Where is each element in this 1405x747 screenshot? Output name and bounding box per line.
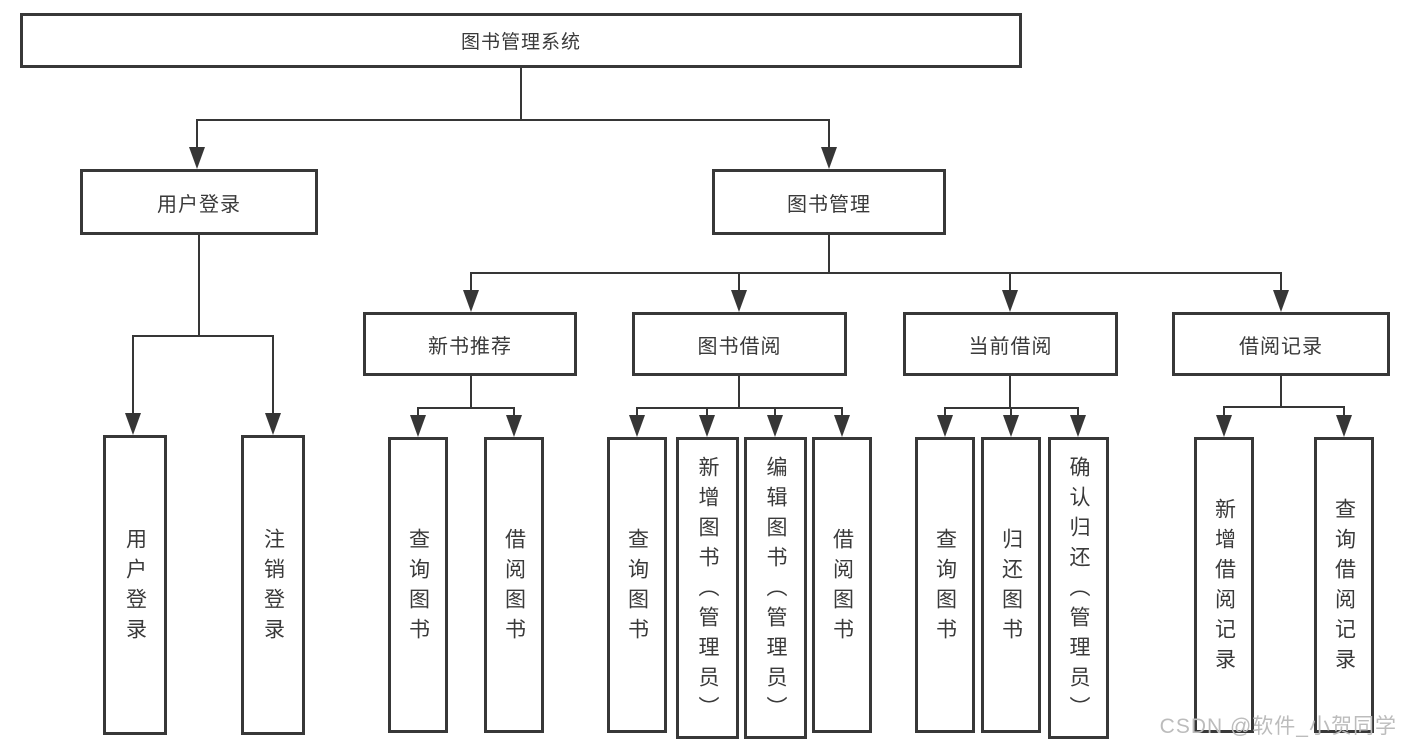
connector-line <box>828 119 830 149</box>
connector-line <box>828 235 830 272</box>
arrow-down-icon <box>1336 415 1352 437</box>
arrow-down-icon <box>1273 290 1289 312</box>
leaf-add-borrow-record: 新增借阅记录 <box>1194 437 1254 733</box>
connector-line <box>513 407 515 417</box>
connector-line <box>470 272 472 292</box>
connector-line <box>417 407 515 409</box>
connector-line <box>198 235 200 335</box>
arrow-down-icon <box>125 413 141 435</box>
arrow-down-icon <box>189 147 205 169</box>
connector-line <box>1009 376 1011 407</box>
arrow-down-icon <box>265 413 281 435</box>
arrow-down-icon <box>1216 415 1232 437</box>
connector-line <box>738 376 740 407</box>
node-new-book-recommendation: 新书推荐 <box>363 312 577 376</box>
node-root: 图书管理系统 <box>20 13 1022 68</box>
arrow-down-icon <box>1002 290 1018 312</box>
connector-line <box>417 407 419 417</box>
connector-line <box>196 119 198 149</box>
connector-line <box>132 335 134 415</box>
arrow-down-icon <box>1070 415 1086 437</box>
arrow-down-icon <box>834 415 850 437</box>
leaf-confirm-return-admin: 确认归还（管理员） <box>1048 437 1109 739</box>
connector-line <box>1223 406 1225 417</box>
arrow-down-icon <box>767 415 783 437</box>
node-book-borrowing: 图书借阅 <box>632 312 847 376</box>
connector-line <box>470 376 472 407</box>
arrow-down-icon <box>463 290 479 312</box>
leaf-user-login: 用户登录 <box>103 435 167 735</box>
leaf-edit-book-admin: 编辑图书（管理员） <box>744 437 807 739</box>
connector-line <box>196 119 830 121</box>
leaf-return-books: 归还图书 <box>981 437 1041 733</box>
connector-line <box>944 407 946 417</box>
arrow-down-icon <box>1003 415 1019 437</box>
connector-line <box>636 407 638 417</box>
connector-line <box>738 272 740 292</box>
node-borrowing-records: 借阅记录 <box>1172 312 1390 376</box>
arrow-down-icon <box>821 147 837 169</box>
node-current-borrowing: 当前借阅 <box>903 312 1118 376</box>
connector-line <box>774 407 776 417</box>
connector-line <box>706 407 708 417</box>
arrow-down-icon <box>731 290 747 312</box>
node-book-management: 图书管理 <box>712 169 946 235</box>
arrow-down-icon <box>629 415 645 437</box>
leaf-query-books-borrow: 查询图书 <box>607 437 667 733</box>
leaf-query-books-recommend: 查询图书 <box>388 437 448 733</box>
arrow-down-icon <box>506 415 522 437</box>
connector-line <box>132 335 274 337</box>
connector-line <box>272 335 274 415</box>
arrow-down-icon <box>410 415 426 437</box>
connector-line <box>636 407 843 409</box>
connector-line <box>841 407 843 417</box>
connector-line <box>520 68 522 119</box>
leaf-add-book-admin: 新增图书（管理员） <box>676 437 739 739</box>
leaf-logout: 注销登录 <box>241 435 305 735</box>
arrow-down-icon <box>699 415 715 437</box>
connector-line <box>1077 407 1079 417</box>
arrow-down-icon <box>937 415 953 437</box>
node-user-login: 用户登录 <box>80 169 318 235</box>
leaf-query-borrow-record: 查询借阅记录 <box>1314 437 1374 733</box>
leaf-borrow-books: 借阅图书 <box>812 437 872 733</box>
connector-line <box>1343 406 1345 417</box>
leaf-borrow-books-recommend: 借阅图书 <box>484 437 544 733</box>
connector-line <box>470 272 1282 274</box>
connector-line <box>1010 407 1012 417</box>
connector-line <box>1280 376 1282 406</box>
connector-line <box>1280 272 1282 292</box>
csdn-watermark: CSDN @软件_小贺同学 <box>1159 715 1397 738</box>
connector-line <box>1223 406 1345 408</box>
connector-line <box>1009 272 1011 292</box>
leaf-query-books-current: 查询图书 <box>915 437 975 733</box>
